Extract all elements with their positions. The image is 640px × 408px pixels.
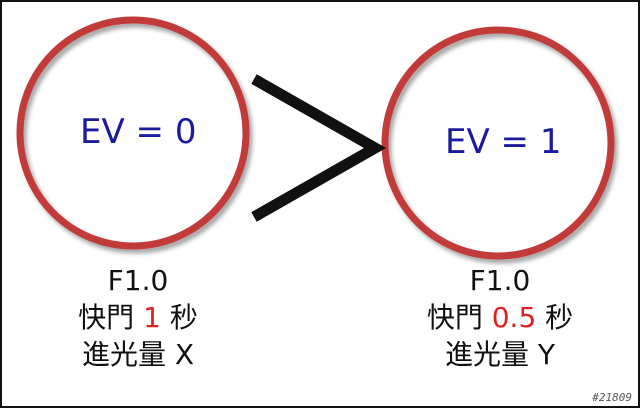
right-shutter: 快門 0.5 秒 (380, 299, 620, 336)
left-shutter-unit: 秒 (169, 301, 198, 334)
right-shutter-unit: 秒 (545, 301, 574, 334)
right-ev-label: EV = 1 (445, 122, 562, 162)
left-aperture: F1.0 (107, 264, 169, 297)
right-aperture: F1.0 (469, 264, 531, 297)
left-shutter-prefix: 快門 (78, 301, 135, 334)
left-ev-label: EV = 0 (80, 112, 197, 152)
left-shutter-value: 1 (143, 301, 161, 334)
watermark: #21809 (592, 391, 632, 404)
greater-than-symbol (251, 74, 387, 222)
left-shutter: 快門 1 秒 (18, 299, 258, 336)
right-shutter-value: 0.5 (491, 301, 537, 334)
left-exposure: 進光量 X (81, 338, 195, 371)
right-ev-circle (381, 26, 615, 260)
left-caption: F1.0 快門 1 秒 進光量 X (18, 262, 258, 373)
right-shutter-prefix: 快門 (426, 301, 483, 334)
right-caption: F1.0 快門 0.5 秒 進光量 Y (380, 262, 620, 373)
left-ev-circle (16, 16, 250, 250)
right-exposure: 進光量 Y (444, 338, 555, 371)
